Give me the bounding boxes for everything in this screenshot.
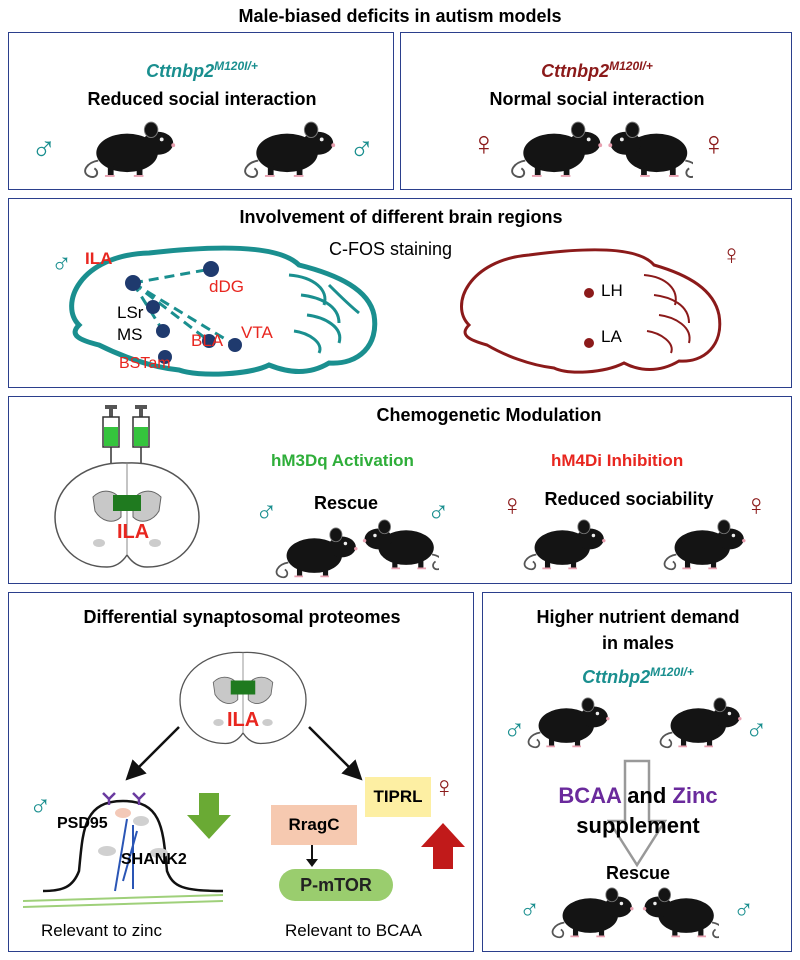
brain-outline bbox=[460, 248, 722, 374]
panel-title: Chemogenetic Modulation bbox=[376, 405, 602, 425]
male-symbol-icon: ♂ bbox=[503, 713, 526, 746]
male-symbol-icon: ♂ bbox=[349, 129, 375, 167]
mouse-icon bbox=[607, 121, 693, 178]
male-symbol-icon: ♂ bbox=[745, 713, 768, 746]
female-symbol-icon: ♀ bbox=[745, 489, 768, 522]
label-bstam: BSTam bbox=[119, 355, 171, 372]
mouse-icon bbox=[641, 887, 719, 939]
male-symbol-icon: ♂ bbox=[51, 247, 72, 278]
node-ila bbox=[125, 275, 141, 291]
down-arrow-icon bbox=[187, 793, 231, 839]
panel-title: Involvement of different brain regions bbox=[239, 207, 563, 227]
male-symbol-icon: ♂ bbox=[733, 893, 754, 924]
mouse-icon bbox=[361, 519, 439, 571]
coronal-section-diagram bbox=[54, 462, 200, 568]
mouse-icon bbox=[523, 519, 607, 571]
mouse-icon bbox=[84, 121, 177, 178]
node-lsr bbox=[146, 300, 160, 314]
panel-female-normal: Cttnbp2M120I/+ Normal social interaction… bbox=[400, 32, 792, 190]
panel-proteomes: Differential synaptosomal proteomes ILA … bbox=[8, 592, 474, 952]
panel-title: Differential synaptosomal proteomes bbox=[83, 607, 401, 627]
syringe-icon bbox=[102, 405, 120, 463]
cerebellum-folds bbox=[643, 274, 691, 354]
inhibition-label: hM4Di Inhibition bbox=[551, 451, 684, 470]
panel-title-line1: Higher nutrient demand bbox=[536, 607, 740, 627]
male-symbol-icon: ♂ bbox=[519, 893, 540, 924]
mouse-icon bbox=[663, 519, 747, 571]
supplement-line2: supplement bbox=[576, 813, 700, 838]
tiprl-box: TIPRL bbox=[365, 777, 431, 817]
panel-male-biased-deficits: Cttnbp2M120I/+ Reduced social interactio… bbox=[8, 32, 394, 190]
female-symbol-icon: ♀ bbox=[471, 125, 497, 163]
female-symbol-icon: ♀ bbox=[501, 489, 524, 522]
female-symbol-icon: ♀ bbox=[721, 239, 742, 270]
node-lh bbox=[584, 288, 594, 298]
hollow-down-arrow-icon bbox=[607, 759, 667, 868]
zinc-label: Zinc bbox=[672, 783, 718, 808]
label-ila: ILA bbox=[85, 249, 113, 268]
female-brain-diagram bbox=[460, 248, 722, 374]
coronal-section-diagram bbox=[179, 651, 307, 745]
cerebellum-folds bbox=[288, 273, 360, 354]
bcaa-label: BCAA bbox=[558, 783, 622, 808]
label-lsr: LSr bbox=[117, 303, 144, 322]
node-ddg bbox=[203, 261, 219, 277]
inhibition-result: Reduced sociability bbox=[544, 489, 714, 509]
label-lh: LH bbox=[601, 281, 623, 300]
figure-title: Male-biased deficits in autism models bbox=[238, 6, 562, 26]
panel-chemogenetic: Chemogenetic Modulation ILA hM3Dq Activa… bbox=[8, 396, 792, 584]
up-arrow-icon bbox=[421, 823, 465, 869]
gene-label: Cttnbp2M120I/+ bbox=[582, 665, 694, 687]
label-la: LA bbox=[601, 327, 622, 346]
node-ms bbox=[156, 324, 170, 338]
result-label: Rescue bbox=[605, 863, 671, 883]
syringe-icon bbox=[132, 405, 150, 463]
node-bstam bbox=[158, 350, 172, 364]
psd95-label: PSD95 bbox=[57, 815, 108, 832]
left-caption: Relevant to zinc bbox=[41, 921, 162, 940]
panel-brain-regions: Involvement of different brain regions ♂… bbox=[8, 198, 792, 388]
brain-outline bbox=[69, 245, 378, 377]
male-symbol-icon: ♂ bbox=[29, 789, 52, 822]
down-arrow-icon bbox=[306, 845, 318, 867]
panel-nutrient-demand: Higher nutrient demand in males Cttnbp2M… bbox=[482, 592, 792, 952]
male-symbol-icon: ♂ bbox=[427, 495, 450, 528]
right-caption: Relevant to BCAA bbox=[285, 921, 423, 940]
label-vta: VTA bbox=[241, 323, 273, 342]
mouse-icon bbox=[275, 527, 359, 579]
male-symbol-icon: ♂ bbox=[31, 129, 57, 167]
pmtor-pill: P-mTOR bbox=[279, 869, 393, 901]
node-bla bbox=[202, 334, 216, 348]
left-caption: Reduced social interaction bbox=[87, 89, 317, 109]
branch-arrows bbox=[125, 726, 363, 781]
node-la bbox=[584, 338, 594, 348]
female-symbol-icon: ♀ bbox=[701, 125, 727, 163]
node-vta bbox=[228, 338, 242, 352]
female-symbol-icon: ♀ bbox=[433, 771, 456, 804]
label-ms: MS bbox=[117, 325, 143, 344]
mouse-icon bbox=[659, 697, 743, 749]
shank2-label: SHANK2 bbox=[121, 851, 187, 868]
male-symbol-icon: ♂ bbox=[255, 495, 278, 528]
mouse-icon bbox=[551, 887, 635, 939]
panel-title-line2: in males bbox=[601, 633, 675, 653]
mouse-icon bbox=[511, 121, 604, 178]
right-gene-label: Cttnbp2M120I/+ bbox=[541, 59, 653, 81]
synapse-diagram bbox=[23, 792, 224, 908]
mouse-icon bbox=[527, 697, 611, 749]
label-bla: BLA bbox=[191, 331, 224, 350]
label-ddg: dDG bbox=[209, 277, 244, 296]
left-gene-label: Cttnbp2M120I/+ bbox=[146, 59, 258, 81]
ragc-box: RragC bbox=[271, 805, 357, 845]
activation-result: Rescue bbox=[313, 493, 379, 513]
ila-label: ILA bbox=[117, 521, 150, 543]
activation-label: hM3Dq Activation bbox=[271, 451, 414, 470]
supplement-line1: BCAA and Zinc bbox=[558, 783, 718, 808]
right-caption: Normal social interaction bbox=[489, 89, 705, 109]
mouse-icon bbox=[244, 121, 337, 178]
ila-label: ILA bbox=[227, 709, 260, 731]
male-brain-diagram bbox=[69, 245, 378, 377]
method-label: C-FOS staining bbox=[329, 239, 453, 259]
